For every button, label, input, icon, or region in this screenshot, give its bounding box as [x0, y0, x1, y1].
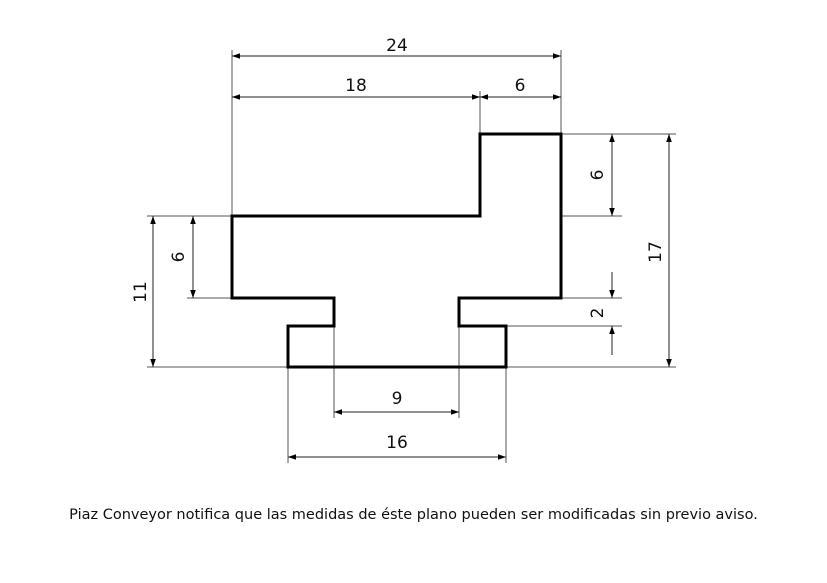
dimension-label: 16: [386, 433, 408, 453]
dimension-base-width: 16: [288, 433, 506, 460]
dimension-label: 2: [588, 308, 608, 319]
dimension-label: 24: [386, 36, 408, 56]
dimension-right-notch-height: 2: [588, 272, 615, 355]
dimension-overall-width: 24: [232, 36, 561, 59]
dimension-left-body-height: 6: [169, 216, 196, 298]
dimension-neck-width: 9: [334, 389, 459, 415]
dimension-left-total-height: 11: [131, 216, 156, 367]
dimension-label: 6: [588, 170, 608, 181]
dimension-label: 18: [345, 76, 367, 96]
dimension-upper-right-width: 6: [480, 76, 561, 100]
extension-lines: [147, 50, 676, 463]
disclaimer-note: Piaz Conveyor notifica que las medidas d…: [69, 507, 758, 523]
dimension-label: 6: [169, 252, 189, 263]
dimension-label: 17: [646, 241, 666, 263]
dimension-overall-height: 17: [646, 134, 672, 367]
part-outline: [230, 132, 563, 369]
dimension-right-step-height: 6: [588, 134, 615, 216]
dimension-upper-left-width: 18: [232, 76, 480, 100]
dimension-label: 9: [392, 389, 403, 409]
dimension-label: 6: [515, 76, 526, 96]
dimension-label: 11: [131, 281, 151, 303]
